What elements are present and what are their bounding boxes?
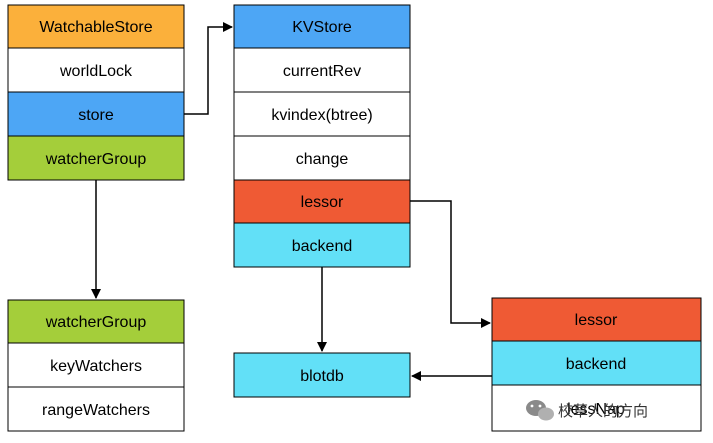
store-label: store xyxy=(78,107,114,124)
current-rev-label: currentRev xyxy=(283,63,361,80)
watcher-group-label: watcherGroup xyxy=(45,151,147,168)
kvindex-cell xyxy=(233,91,411,137)
watchable-store-title-cell xyxy=(7,4,185,49)
blotdb-cell xyxy=(233,352,411,398)
world-lock-label: worldLock xyxy=(59,63,133,80)
store-cell xyxy=(7,91,185,137)
watcher-group-box: watcherGroup keyWatchers rangeWatchers xyxy=(7,299,185,432)
watchable-store-box: WatchableStore worldLock store watcherGr… xyxy=(7,4,185,181)
kv-store-title-cell xyxy=(233,4,411,49)
range-watchers-label: rangeWatchers xyxy=(42,402,150,419)
watcher-group-title: watcherGroup xyxy=(45,314,147,331)
blotdb-box: blotdb xyxy=(233,352,411,398)
kv-backend-label: backend xyxy=(292,238,353,255)
range-watchers-cell xyxy=(7,386,185,432)
kv-lessor-label: lessor xyxy=(301,194,344,211)
connectors xyxy=(91,22,492,381)
watermark-text: 校草人的方向 xyxy=(558,402,648,420)
change-label: change xyxy=(296,151,349,168)
lessor-backend-cell xyxy=(491,340,702,386)
arrow-store-to-kvstore xyxy=(184,22,233,115)
kv-store-box: KVStore currentRev kvindex(btree) change… xyxy=(233,4,411,268)
watcher-group-cell xyxy=(7,135,185,181)
watchable-store-title: WatchableStore xyxy=(39,19,152,36)
key-watchers-label: keyWatchers xyxy=(50,358,142,375)
watermark: 校草人的方向 xyxy=(526,400,648,421)
kv-store-title: KVStore xyxy=(292,19,352,36)
kvindex-label: kvindex(btree) xyxy=(271,107,372,124)
lessor-backend-label: backend xyxy=(566,356,627,373)
change-cell xyxy=(233,135,411,181)
lessor-title: lessor xyxy=(575,312,618,329)
wechat-icon xyxy=(526,400,554,421)
blotdb-label: blotdb xyxy=(300,368,344,385)
key-watchers-cell xyxy=(7,342,185,388)
lessor-title-cell xyxy=(491,297,702,342)
arrow-lessor-to-lessor-box xyxy=(410,200,491,328)
lessor-third-label: lessNap xyxy=(567,401,625,418)
kv-lessor-cell xyxy=(233,179,411,224)
world-lock-cell xyxy=(7,47,185,93)
